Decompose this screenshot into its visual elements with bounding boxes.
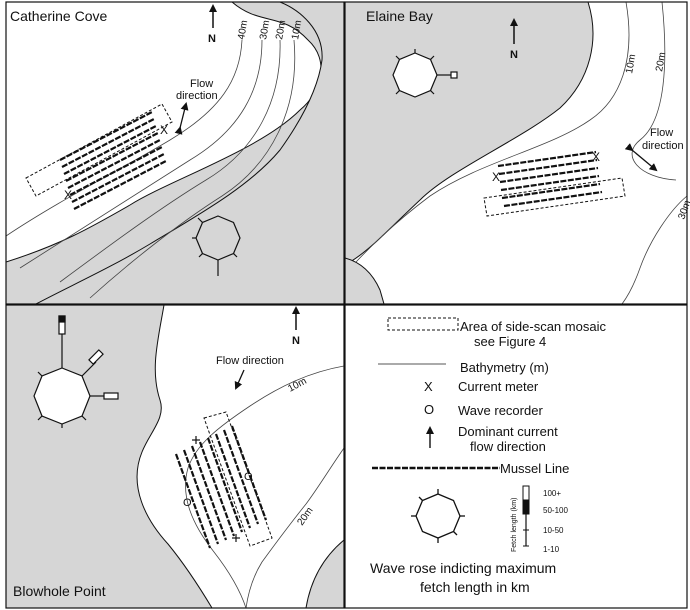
legend-mosaic-label-2: see Figure 4 <box>474 334 546 349</box>
legend-wave-label: Wave recorder <box>458 403 543 418</box>
flow-label-2-elaine: direction <box>642 140 684 152</box>
wave-rose-blowhole <box>33 315 119 428</box>
legend-fetch-scale <box>522 485 530 547</box>
depth-label-20m-elaine: 20m <box>654 51 668 72</box>
contour-30m-elaine <box>621 195 687 304</box>
current-meter-1-catherine: X <box>64 188 72 202</box>
contour-20m-elaine <box>631 2 677 181</box>
legend-wave-rose <box>411 489 465 543</box>
side-scan-mosaic-area <box>25 103 173 197</box>
legend-fetch-class-4: 1-10 <box>543 545 560 554</box>
legend-fetch-class-1: 100+ <box>543 489 561 498</box>
contour-10m <box>89 39 296 299</box>
panel-blowhole-point <box>6 305 344 608</box>
land-shore <box>35 2 344 304</box>
legend-mosaic-label-1: Area of side-scan mosaic <box>460 319 606 334</box>
flow-label-2-catherine: direction <box>176 90 218 102</box>
side-scan-mosaic-area-blowhole <box>203 411 273 547</box>
flow-label-1-catherine: Flow <box>190 78 213 90</box>
legend-current-symbol: X <box>424 379 433 394</box>
panel-border-catherine <box>5 1 345 305</box>
side-scan-mosaic-area-elaine <box>483 177 626 217</box>
panel-title-elaine: Elaine Bay <box>366 8 433 24</box>
contour-20m-blowhole <box>245 447 344 608</box>
wave-rose-elaine <box>392 49 458 98</box>
panel-catherine-cove <box>6 2 344 304</box>
mussel-lines-elaine <box>497 150 603 208</box>
wave-rose <box>192 215 241 276</box>
depth-label-10m: 10m <box>290 19 304 40</box>
north-label-catherine: N <box>208 33 216 45</box>
flow-arrow-blowhole <box>234 369 245 390</box>
mussel-lines-blowhole <box>174 425 268 549</box>
legend-flow-label-2: flow direction <box>470 439 546 454</box>
legend-fetch-class-2: 50-100 <box>543 506 568 515</box>
panel-border-elaine <box>344 1 688 305</box>
wave-recorder-1-blowhole: O <box>183 497 192 509</box>
north-arrow-blowhole: N <box>292 306 300 347</box>
legend-wave-rose-caption-1: Wave rose indicting maximum <box>370 560 556 576</box>
contour-20m <box>59 39 281 283</box>
north-arrow-catherine: N <box>208 4 217 45</box>
panel-border-blowhole <box>5 304 345 609</box>
panel-title-blowhole: Blowhole Point <box>13 583 106 599</box>
wave-recorder-2-blowhole: O <box>244 471 253 483</box>
depth-label-30m: 30m <box>258 19 272 40</box>
flow-label-blowhole: Flow direction <box>216 355 284 367</box>
legend-current-label: Current meter <box>458 379 539 394</box>
legend-wave-rose-caption-2: fetch length in km <box>420 579 530 595</box>
flow-arrow-elaine <box>624 143 658 172</box>
legend-panel: Area of side-scan mosaic see Figure 4 Ba… <box>344 304 688 609</box>
current-meter-2-catherine: X <box>160 123 168 137</box>
legend-bathymetry-label: Bathymetry (m) <box>460 360 549 375</box>
legend-wave-symbol: O <box>424 402 434 417</box>
contour-10m-blowhole <box>185 365 344 608</box>
north-label-blowhole: N <box>292 335 300 347</box>
land-bottom-elaine <box>345 257 385 304</box>
depth-label-40m: 40m <box>236 19 250 40</box>
legend-mosaic-swatch <box>387 317 459 331</box>
depth-label-10m-elaine: 10m <box>624 53 638 74</box>
contour-10m-elaine <box>355 2 630 263</box>
legend-flow-label-1: Dominant current <box>458 424 558 439</box>
north-label-elaine: N <box>510 49 518 61</box>
north-arrow-elaine: N <box>510 18 518 61</box>
panel-title-catherine: Catherine Cove <box>10 8 107 24</box>
legend-fetch-axis-label: Fetch length (km) <box>511 498 518 552</box>
water-elaine <box>345 2 687 304</box>
contour-30m <box>19 39 263 269</box>
current-meter-2-elaine: X <box>592 150 600 164</box>
current-meter-marks-blowhole <box>192 436 240 542</box>
current-meter-1-elaine: X <box>492 170 500 184</box>
flow-label-1-elaine: Flow <box>650 127 673 139</box>
panel-elaine-bay <box>345 2 687 304</box>
contour-40m <box>6 39 243 237</box>
depth-label-20m: 20m <box>274 19 288 40</box>
legend-mussel-label: Mussel Line <box>500 461 569 476</box>
flow-arrow <box>174 102 189 135</box>
legend-fetch-class-3: 10-50 <box>543 526 564 535</box>
mussel-lines <box>59 111 167 210</box>
